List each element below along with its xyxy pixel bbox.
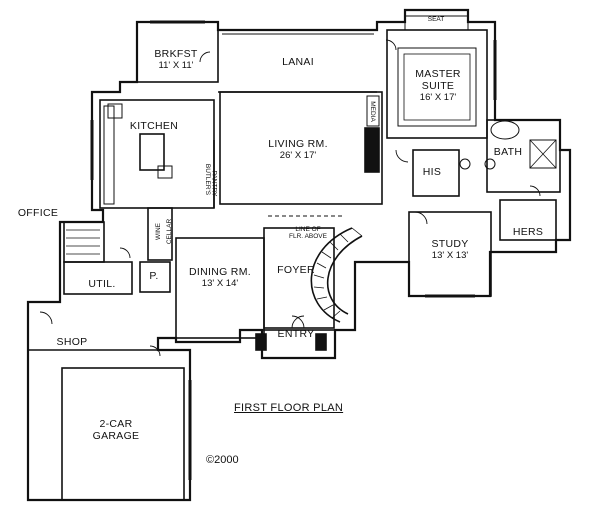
utility-walls (63, 261, 133, 295)
garage-walls (61, 367, 185, 501)
dining-label: DINING RM. (189, 266, 251, 278)
wine-cellar-walls (147, 207, 173, 261)
master-tray-outer (397, 47, 477, 127)
stair-treads (313, 227, 363, 319)
breakfast-label: BRKFST (154, 48, 198, 60)
bath-sink-1 (459, 158, 471, 170)
master-label-line2: SUITE (421, 80, 455, 92)
living-dims: 26' X 17' (279, 150, 317, 161)
plan-title: FIRST FLOOR PLAN (234, 402, 344, 414)
office-walls (63, 221, 105, 263)
lanai-label: LANAI (282, 56, 314, 68)
bath-label: BATH (493, 146, 523, 158)
small-stair (66, 229, 100, 255)
master-tray-inner (403, 53, 471, 121)
entry-column-right (315, 333, 327, 351)
bathtub (490, 120, 520, 140)
pantry-walls (139, 261, 171, 293)
shower (529, 139, 557, 169)
pantry-label: P. (149, 270, 159, 282)
line-above-label-2: FLR. ABOVE (289, 233, 327, 240)
curved-stair-inner (326, 235, 363, 315)
media-niche (366, 95, 380, 127)
entry-label: ENTRY (277, 328, 315, 340)
butlers-label-line2: PANTRY (210, 170, 218, 197)
wine-label-line1: WINE (154, 223, 162, 240)
living-walls (219, 91, 383, 205)
hers-closet-walls (499, 199, 557, 241)
kitchen-range (157, 165, 173, 179)
dining-dims: 13' X 14' (201, 278, 239, 289)
door-swings (39, 39, 541, 357)
wine-label-line2: CELLAR (166, 218, 174, 245)
kitchen-island (139, 133, 165, 171)
seat-bay (404, 15, 469, 30)
his-closet-walls (412, 149, 460, 197)
bath-sink-2 (484, 158, 496, 170)
shop-label: SHOP (56, 336, 88, 348)
kitchen-label: KITCHEN (129, 120, 179, 132)
kitchen-sink (107, 103, 123, 119)
foyer-walls (263, 227, 335, 329)
master-dims: 16' X 17' (419, 92, 457, 103)
garage-label-line1: 2-CAR (99, 418, 133, 430)
kitchen-counter (103, 105, 115, 205)
foyer-label: FOYER (277, 264, 315, 276)
office-label: OFFICE (17, 207, 59, 219)
garage-label-line2: GARAGE (92, 430, 140, 442)
study-dims: 13' X 13' (431, 250, 469, 261)
fireplace (364, 127, 380, 173)
breakfast-dims: 11' X 11' (158, 60, 194, 71)
kitchen-walls (99, 99, 215, 209)
living-label: LIVING RM. (268, 138, 328, 150)
master-suite-walls (386, 29, 488, 139)
master-label-line1: MASTER (415, 68, 461, 80)
entry-column-left (255, 333, 267, 351)
his-label: HIS (422, 166, 442, 178)
hers-label: HERS (512, 226, 544, 238)
utility-label: UTIL. (88, 278, 116, 290)
copyright: ©2000 (206, 454, 239, 466)
study-label: STUDY (431, 238, 469, 250)
media-label: MEDIA (368, 101, 376, 122)
window-markers (90, 20, 497, 480)
bath-walls (486, 119, 561, 193)
seat-label: SEAT (427, 16, 445, 23)
line-above-label-1: LINE OF (295, 226, 321, 233)
curved-stair-outer (310, 227, 353, 323)
